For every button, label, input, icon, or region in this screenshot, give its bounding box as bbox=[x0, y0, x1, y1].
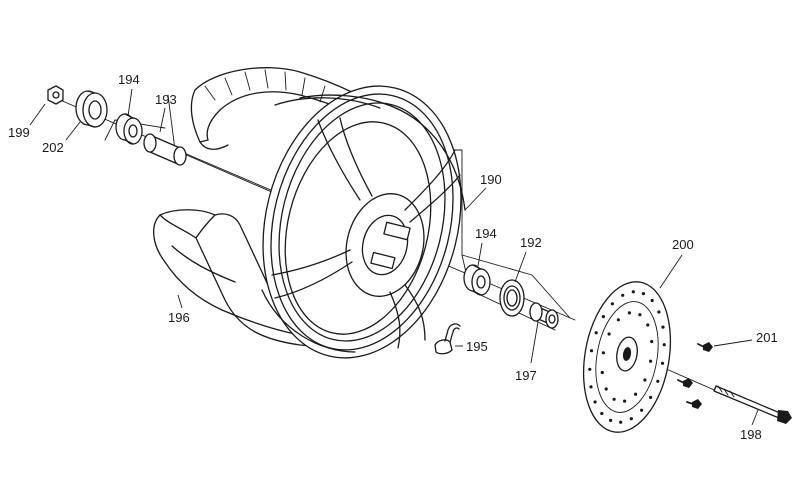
callout-190: 190 bbox=[480, 172, 502, 187]
brake-disc-200 bbox=[582, 281, 672, 433]
disc-vent-hole bbox=[623, 399, 627, 403]
disc-vent-hole bbox=[593, 400, 597, 404]
disc-vent-hole bbox=[589, 349, 594, 353]
bolt-201-c bbox=[686, 399, 702, 409]
disc-vent-hole bbox=[638, 313, 642, 317]
callout-193: 193 bbox=[155, 92, 177, 107]
callout-199: 199 bbox=[8, 125, 30, 140]
callout-196: 196 bbox=[168, 310, 190, 325]
axle-198 bbox=[713, 385, 792, 424]
bearing-194-left bbox=[115, 113, 143, 145]
callout-198: 198 bbox=[740, 427, 762, 442]
disc-vent-hole bbox=[660, 361, 665, 365]
callout-202: 202 bbox=[42, 140, 64, 155]
wheel-rim-190 bbox=[261, 85, 466, 359]
disc-vent-hole bbox=[649, 359, 653, 363]
spacer-193 bbox=[143, 133, 187, 166]
disc-vent-hole bbox=[643, 378, 647, 382]
disc-vent-hole bbox=[662, 343, 666, 347]
bearing-194-right bbox=[463, 264, 491, 296]
disc-vent-hole bbox=[601, 315, 606, 319]
callout-192: 192 bbox=[520, 235, 542, 250]
callout-197: 197 bbox=[515, 368, 537, 383]
callout-194-right: 194 bbox=[475, 226, 497, 241]
disc-vent-hole bbox=[661, 325, 665, 329]
disc-vent-hole bbox=[650, 339, 654, 344]
disc-vent-hole bbox=[604, 387, 608, 391]
disc-vent-hole bbox=[646, 323, 650, 327]
disc-vent-hole bbox=[600, 411, 604, 416]
disc-vent-hole bbox=[610, 302, 615, 306]
valve-195 bbox=[434, 323, 461, 355]
disc-vent-hole bbox=[650, 298, 654, 303]
disc-vent-hole bbox=[589, 385, 593, 389]
callout-195: 195 bbox=[466, 339, 488, 354]
disc-vent-hole bbox=[600, 370, 604, 375]
collar-197 bbox=[529, 302, 559, 329]
disc-vent-hole bbox=[634, 392, 638, 396]
disc-vent-hole bbox=[621, 293, 625, 297]
disc-vent-hole bbox=[619, 420, 623, 424]
callout-201: 201 bbox=[756, 330, 778, 345]
callout-200: 200 bbox=[672, 237, 694, 252]
disc-vent-hole bbox=[656, 379, 660, 383]
disc-vent-hole bbox=[601, 351, 606, 355]
oil-seal-192 bbox=[499, 279, 525, 317]
disc-vent-hole bbox=[649, 395, 653, 399]
bolts-201 bbox=[677, 342, 713, 409]
callout-labels: 199 202 194 193 190 194 192 196 195 197 … bbox=[8, 72, 778, 442]
disc-vent-hole bbox=[612, 397, 616, 401]
disc-vent-hole bbox=[627, 311, 632, 315]
axle-nut-199 bbox=[47, 85, 64, 105]
bolt-201-b bbox=[677, 378, 693, 388]
callout-194-left: 194 bbox=[118, 72, 140, 87]
disc-vent-hole bbox=[629, 417, 633, 421]
disc-vent-hole bbox=[641, 292, 646, 296]
disc-vent-holes bbox=[588, 290, 666, 424]
disc-vent-hole bbox=[588, 367, 592, 371]
bolt-201-a bbox=[697, 342, 713, 352]
disc-vent-hole bbox=[657, 310, 661, 314]
disc-vent-hole bbox=[631, 290, 635, 294]
disc-vent-hole bbox=[607, 332, 611, 336]
inner-tube-196 bbox=[153, 209, 361, 351]
disc-vent-hole bbox=[594, 331, 598, 335]
disc-vent-hole bbox=[609, 418, 613, 422]
disc-vent-hole bbox=[640, 408, 644, 412]
collar-202 bbox=[75, 90, 108, 128]
disc-vent-hole bbox=[616, 318, 621, 322]
leader-lines bbox=[29, 88, 759, 426]
